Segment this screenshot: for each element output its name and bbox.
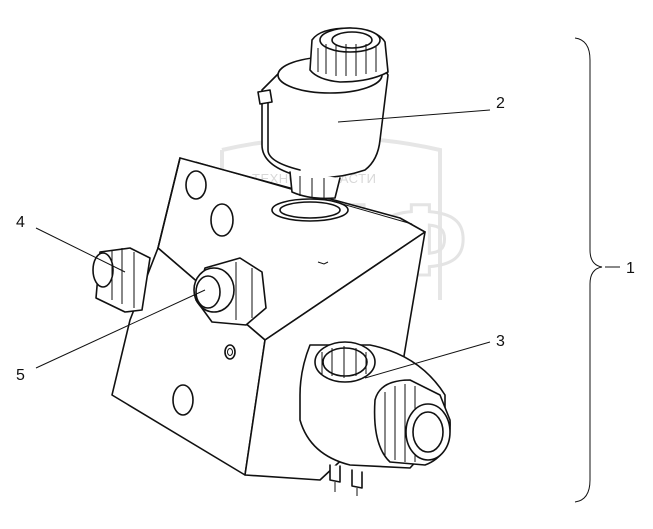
leader-line-4 <box>35 227 126 273</box>
leader-line-3 <box>364 341 491 379</box>
leader-lines <box>35 109 620 379</box>
solenoid-valve-top <box>257 27 389 200</box>
callout-4: 4 <box>16 214 25 231</box>
assembly-bracket <box>574 37 603 503</box>
callout-5: 5 <box>16 367 25 384</box>
leader-line-5 <box>35 289 206 369</box>
fitting-left <box>92 247 151 313</box>
callout-3: 3 <box>496 333 505 350</box>
callout-1: 1 <box>626 260 635 277</box>
plug-front <box>193 257 267 326</box>
leader-line-2 <box>337 109 491 123</box>
solenoid-valve-bottom <box>299 341 451 496</box>
callouts: 1 2 3 4 5 <box>16 95 635 384</box>
callout-2: 2 <box>496 95 505 112</box>
